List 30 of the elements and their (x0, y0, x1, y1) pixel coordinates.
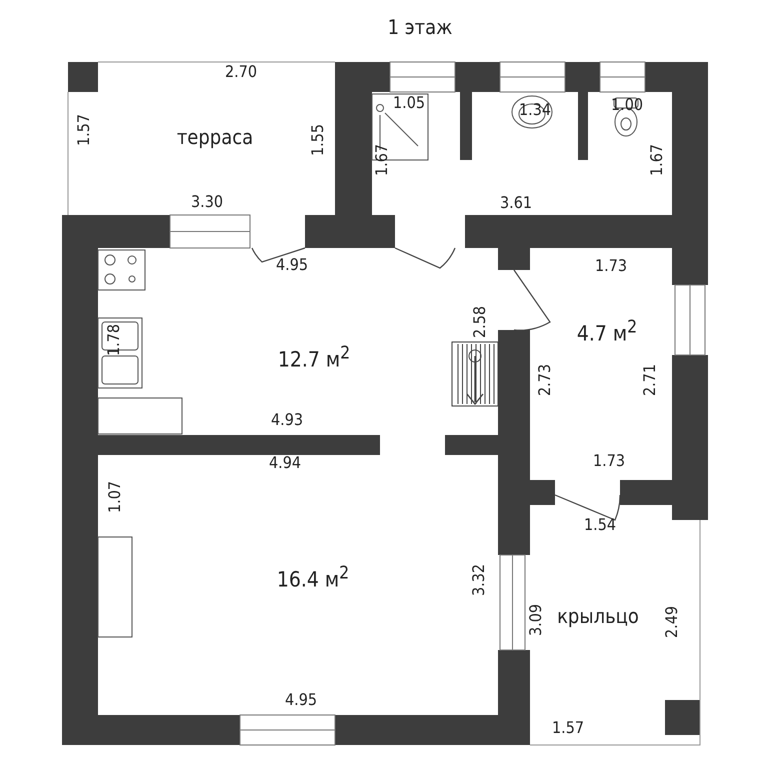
dimension-label: 2.49 (664, 606, 680, 638)
room-area-label: 12.7 м$^{2}$ (278, 346, 350, 370)
dimension-label: 4.94 (268, 455, 302, 471)
room-area-label: 16.4 м$^{2}$ (276, 566, 350, 590)
dimension-label: 1.67 (649, 144, 665, 176)
dimension-label: 1.78 (106, 324, 122, 356)
dimension-label: 2.71 (642, 364, 658, 396)
dimension-label: 1.57 (76, 114, 92, 146)
dimension-label: 3.32 (471, 564, 487, 596)
dimension-label: 4.93 (270, 412, 304, 428)
dimension-label: 4.95 (276, 257, 308, 273)
dimension-label: 1.57 (552, 720, 584, 736)
room-name: крыльцо (557, 606, 639, 626)
dimension-label: 1.73 (594, 258, 628, 274)
dimension-label: 1.55 (310, 124, 326, 156)
floor-title: 1 этаж (388, 15, 452, 39)
dimension-label: 2.70 (224, 64, 258, 80)
dimension-label: 3.61 (500, 195, 532, 211)
dimension-label: 2.58 (472, 306, 488, 338)
dimension-label: 2.73 (537, 364, 553, 396)
room-name: терраса (176, 127, 254, 147)
dimension-label: 1.73 (592, 453, 626, 469)
dimension-label: 1.67 (374, 144, 390, 176)
dimension-label: 1.54 (584, 517, 616, 533)
dimension-label: 3.09 (528, 604, 544, 636)
dimension-label: 1.05 (392, 95, 426, 111)
dimension-label: 3.30 (190, 194, 224, 210)
room-area-label: 4.7 м$^{2}$ (576, 320, 638, 344)
dimension-label: 1.07 (107, 480, 123, 514)
dimension-label: 4.95 (284, 692, 318, 708)
